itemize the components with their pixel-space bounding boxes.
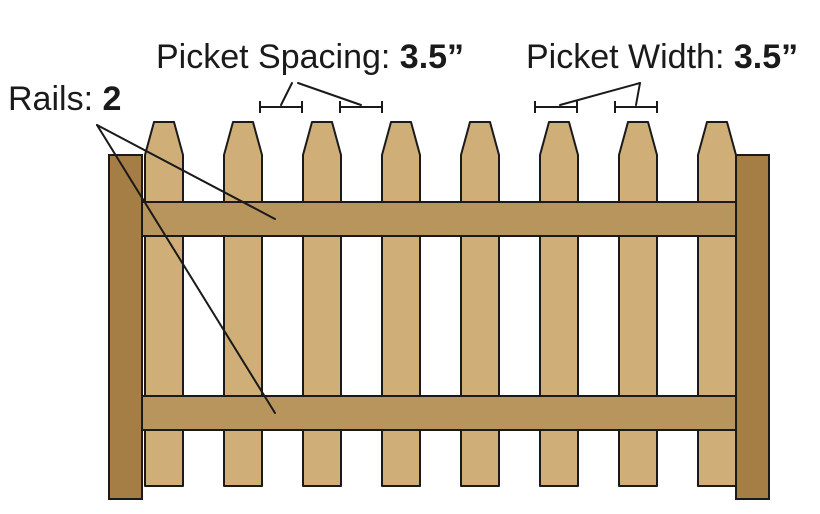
dimension-markers xyxy=(259,101,658,113)
picket-spacing-text: Picket Spacing: xyxy=(156,38,400,76)
picket xyxy=(697,121,737,487)
picket-width-label: Picket Width: 3.5” xyxy=(526,40,798,74)
picket xyxy=(381,121,421,487)
picket-width-text: Picket Width: xyxy=(526,38,734,76)
spacing-leader xyxy=(280,82,293,106)
picket xyxy=(539,121,579,487)
posts-group xyxy=(108,154,770,500)
right-post xyxy=(735,154,770,500)
rails-group xyxy=(129,201,743,431)
picket-spacing-label: Picket Spacing: 3.5” xyxy=(156,40,464,74)
width-dimension-left xyxy=(534,101,578,113)
width-leader xyxy=(635,82,641,106)
picket-width-value: 3.5” xyxy=(733,38,799,76)
leader-lines xyxy=(96,82,641,414)
picket xyxy=(223,121,263,487)
rails-text: Rails: xyxy=(8,80,103,118)
picket xyxy=(144,121,184,487)
rails-value: 2 xyxy=(102,80,122,118)
rails-leader xyxy=(96,124,276,220)
left-post xyxy=(108,154,143,500)
spacing-dimension-right xyxy=(339,101,383,113)
picket xyxy=(460,121,500,487)
width-dimension-right xyxy=(614,101,658,113)
picket xyxy=(618,121,658,487)
spacing-leader xyxy=(297,82,362,106)
rail xyxy=(129,201,743,237)
spacing-dimension-left xyxy=(259,101,303,113)
rails-leader xyxy=(96,124,276,414)
pickets-group xyxy=(144,121,737,487)
picket-spacing-value: 3.5” xyxy=(399,38,465,76)
rail xyxy=(129,395,743,431)
rails-label: Rails: 2 xyxy=(8,82,121,116)
picket xyxy=(302,121,342,487)
width-leader xyxy=(559,82,641,106)
